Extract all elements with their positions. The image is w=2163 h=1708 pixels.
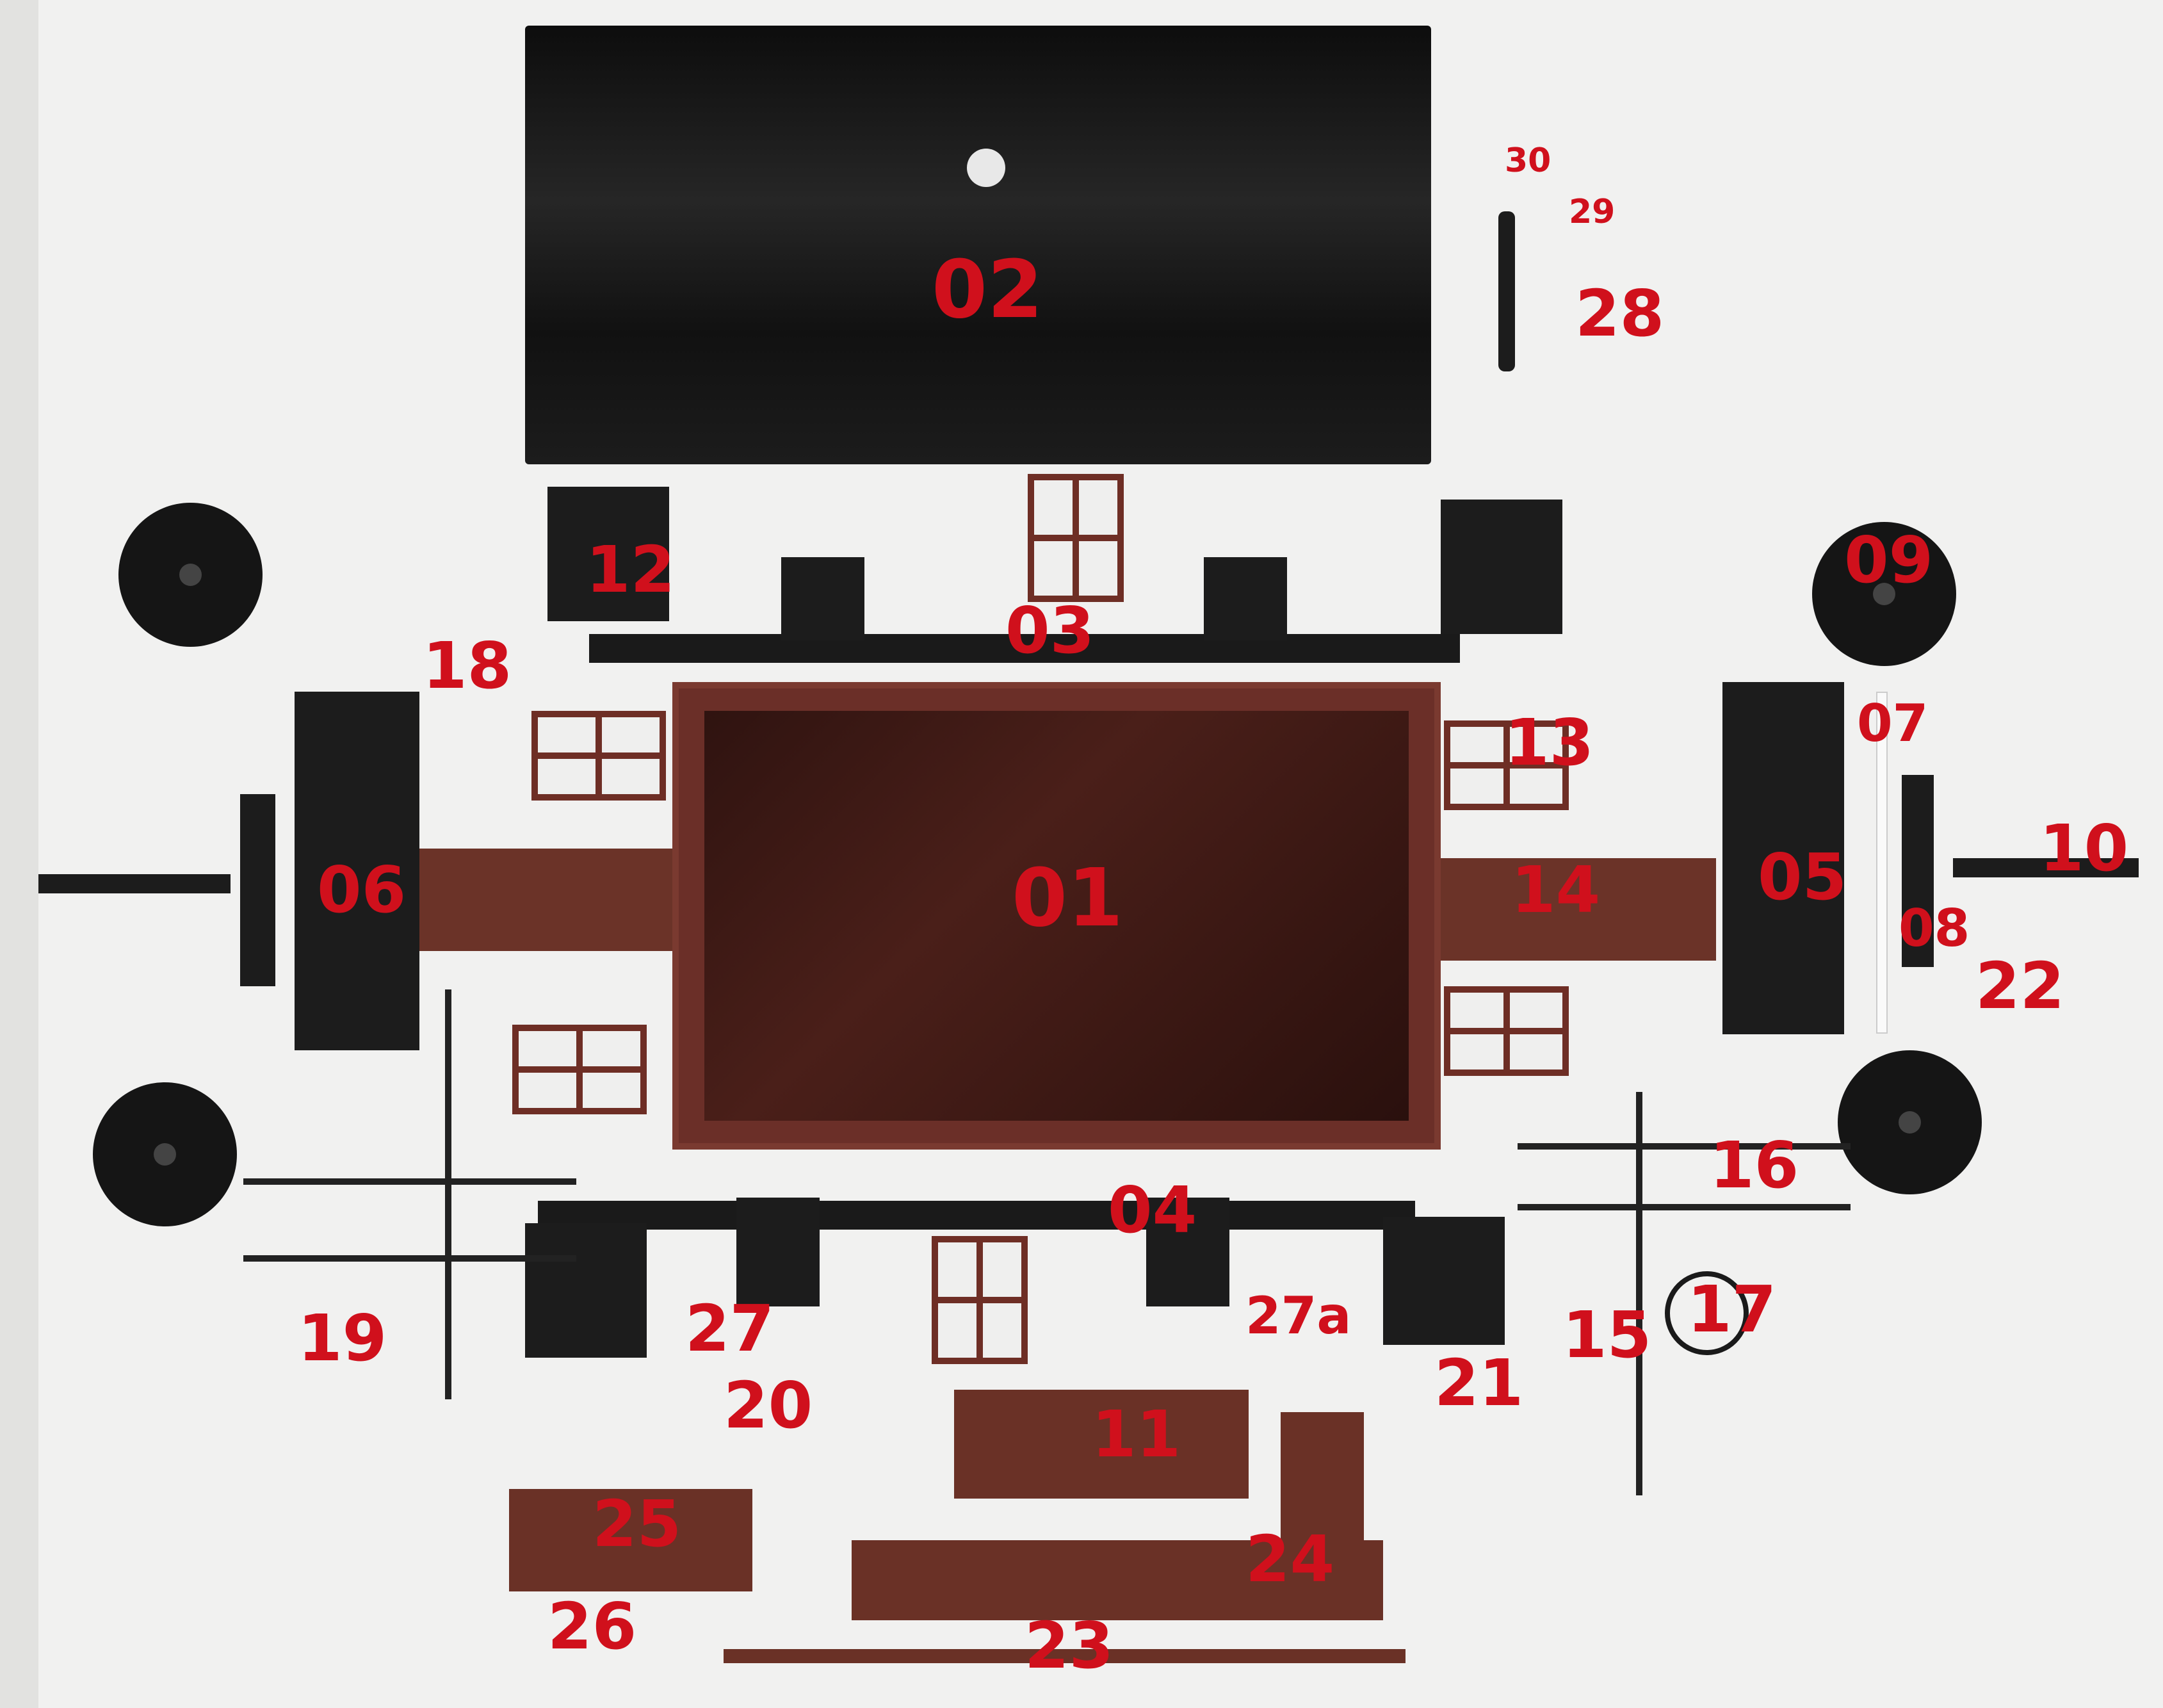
axlebox-part (547, 487, 669, 621)
part-label-27: 27 (685, 1291, 775, 1366)
part-label-04: 04 (1108, 1173, 1197, 1248)
wheel-part (93, 1082, 237, 1226)
part-label-10: 10 (2039, 811, 2129, 886)
part-label-24: 24 (1245, 1522, 1335, 1597)
bench-part (954, 1390, 1249, 1499)
axlebox-part (1383, 1217, 1505, 1345)
body-floor (704, 711, 1409, 1121)
part-label-20: 20 (724, 1368, 813, 1443)
ladder-part (1518, 1143, 1851, 1150)
handrail-part (445, 989, 451, 1399)
roof-part (525, 26, 1431, 464)
suspension-part (781, 557, 864, 640)
roof-hole (967, 149, 1005, 187)
window-part (932, 1236, 1028, 1364)
step-rail-part (724, 1649, 1406, 1663)
platform-left-part (419, 849, 672, 951)
chimney-part (1498, 211, 1515, 371)
part-label-12: 12 (586, 532, 676, 607)
part-label-13: 13 (1505, 705, 1594, 780)
window-part (1028, 474, 1124, 602)
part-label-26: 26 (547, 1589, 637, 1664)
window-part (512, 1025, 647, 1114)
part-label-25: 25 (592, 1486, 682, 1561)
part-label-02: 02 (932, 243, 1043, 336)
part-label-09: 09 (1844, 523, 1934, 598)
part-label-03: 03 (1005, 593, 1095, 668)
window-part (1444, 720, 1569, 810)
part-label-17: 17 (1687, 1272, 1777, 1347)
part-label-22: 22 (1975, 948, 2065, 1023)
part-label-11: 11 (1092, 1397, 1181, 1472)
platform-right-part (1441, 858, 1716, 961)
part-label-01: 01 (1012, 852, 1123, 945)
suspension-part (1146, 1198, 1229, 1306)
ladder-part (243, 1178, 576, 1185)
end-wall-right-part (1722, 682, 1844, 1034)
ladder-part (243, 1255, 576, 1262)
ladder-part (1518, 1204, 1851, 1210)
chassis-bottom-part (538, 1201, 1415, 1230)
end-wall-left-part (295, 692, 419, 1050)
part-label-14: 14 (1511, 852, 1601, 927)
part-label-16: 16 (1710, 1128, 1799, 1203)
brake-wheel-part (1665, 1271, 1749, 1355)
rod-part (1876, 692, 1888, 1034)
wagon-body-part (672, 682, 1441, 1150)
part-label-27a: 27a (1245, 1286, 1352, 1346)
suspension-part (1204, 557, 1287, 640)
buffer-beam-part (240, 794, 275, 986)
part-label-06: 06 (317, 852, 407, 927)
wheel-part (1838, 1050, 1982, 1194)
part-label-28: 28 (1575, 276, 1665, 351)
part-label-29: 29 (1569, 193, 1616, 231)
background-edge (0, 0, 38, 1708)
part-label-08: 08 (1899, 899, 1970, 958)
part-label-15: 15 (1562, 1297, 1652, 1372)
board-part (509, 1489, 752, 1591)
part-label-05: 05 (1758, 840, 1847, 915)
part-label-23: 23 (1025, 1608, 1114, 1683)
part-label-18: 18 (423, 628, 512, 703)
handrail-part (1636, 1092, 1642, 1495)
wheel-part (118, 503, 263, 647)
window-part (1444, 986, 1569, 1076)
coupling-right-part (1953, 858, 2139, 877)
coupling-left-part (38, 874, 231, 893)
axlebox-part (525, 1223, 647, 1358)
chassis-top-part (589, 634, 1460, 663)
part-label-30: 30 (1505, 142, 1551, 180)
part-label-19: 19 (298, 1301, 387, 1376)
part-label-21: 21 (1434, 1346, 1524, 1420)
buffer-beam-part (1902, 775, 1934, 967)
axlebox-part (1441, 500, 1562, 634)
wheel-part (1812, 522, 1956, 666)
window-part (531, 711, 666, 801)
suspension-part (736, 1198, 820, 1306)
floor-plank-part (852, 1540, 1383, 1620)
part-label-07: 07 (1857, 694, 1929, 753)
